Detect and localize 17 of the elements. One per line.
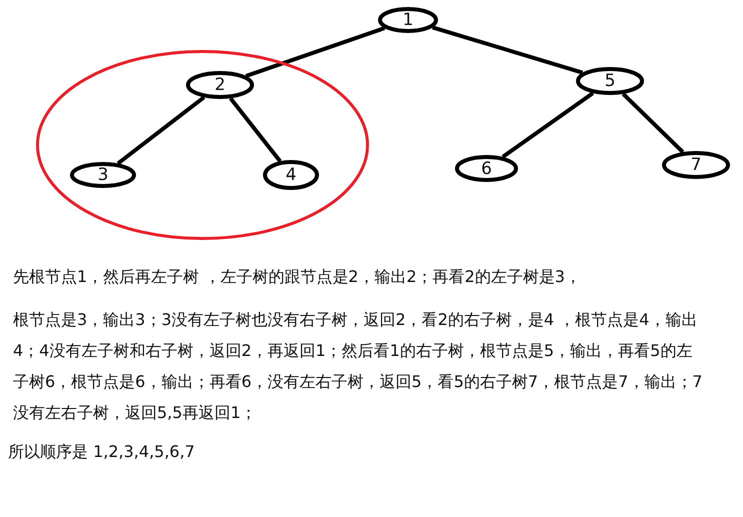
highlight-circle xyxy=(36,50,369,240)
connector-line xyxy=(245,26,386,78)
tree-node: 2 xyxy=(186,71,254,99)
connector-line xyxy=(622,92,684,154)
tree-node: 4 xyxy=(263,160,319,190)
explanation-text: 先根节点1，然后再左子树 ，左子树的跟节点是2，输出2；再看2的左子树是3， xyxy=(13,266,581,288)
tree-node: 3 xyxy=(70,162,136,188)
connector-line xyxy=(432,25,584,75)
tree-node: 7 xyxy=(662,151,730,179)
connector-line xyxy=(502,91,594,159)
tree-node: 5 xyxy=(576,67,644,95)
connector-line xyxy=(116,96,206,165)
tree-node: 1 xyxy=(378,7,438,33)
tree-node: 6 xyxy=(455,155,518,182)
connector-line xyxy=(228,97,282,162)
explanation-text: 根节点是3，输出3；3没有左子树也没有右子树，返回2，看2的右子树，是4 ，根节点是4，输出4；4没有左子树和右子树，返回2，再返回1；然后看1的右子树，根节点是5，输出，再看5的左子树6，根节点是6，输出；再看6，没有左右子树，返回5，看5的右子树7，根节点是7，输出；7没有左右子树，返回5,5再返回1； xyxy=(13,309,703,424)
result-text: 所以顺序是 1,2,3,4,5,6,7 xyxy=(8,441,195,463)
